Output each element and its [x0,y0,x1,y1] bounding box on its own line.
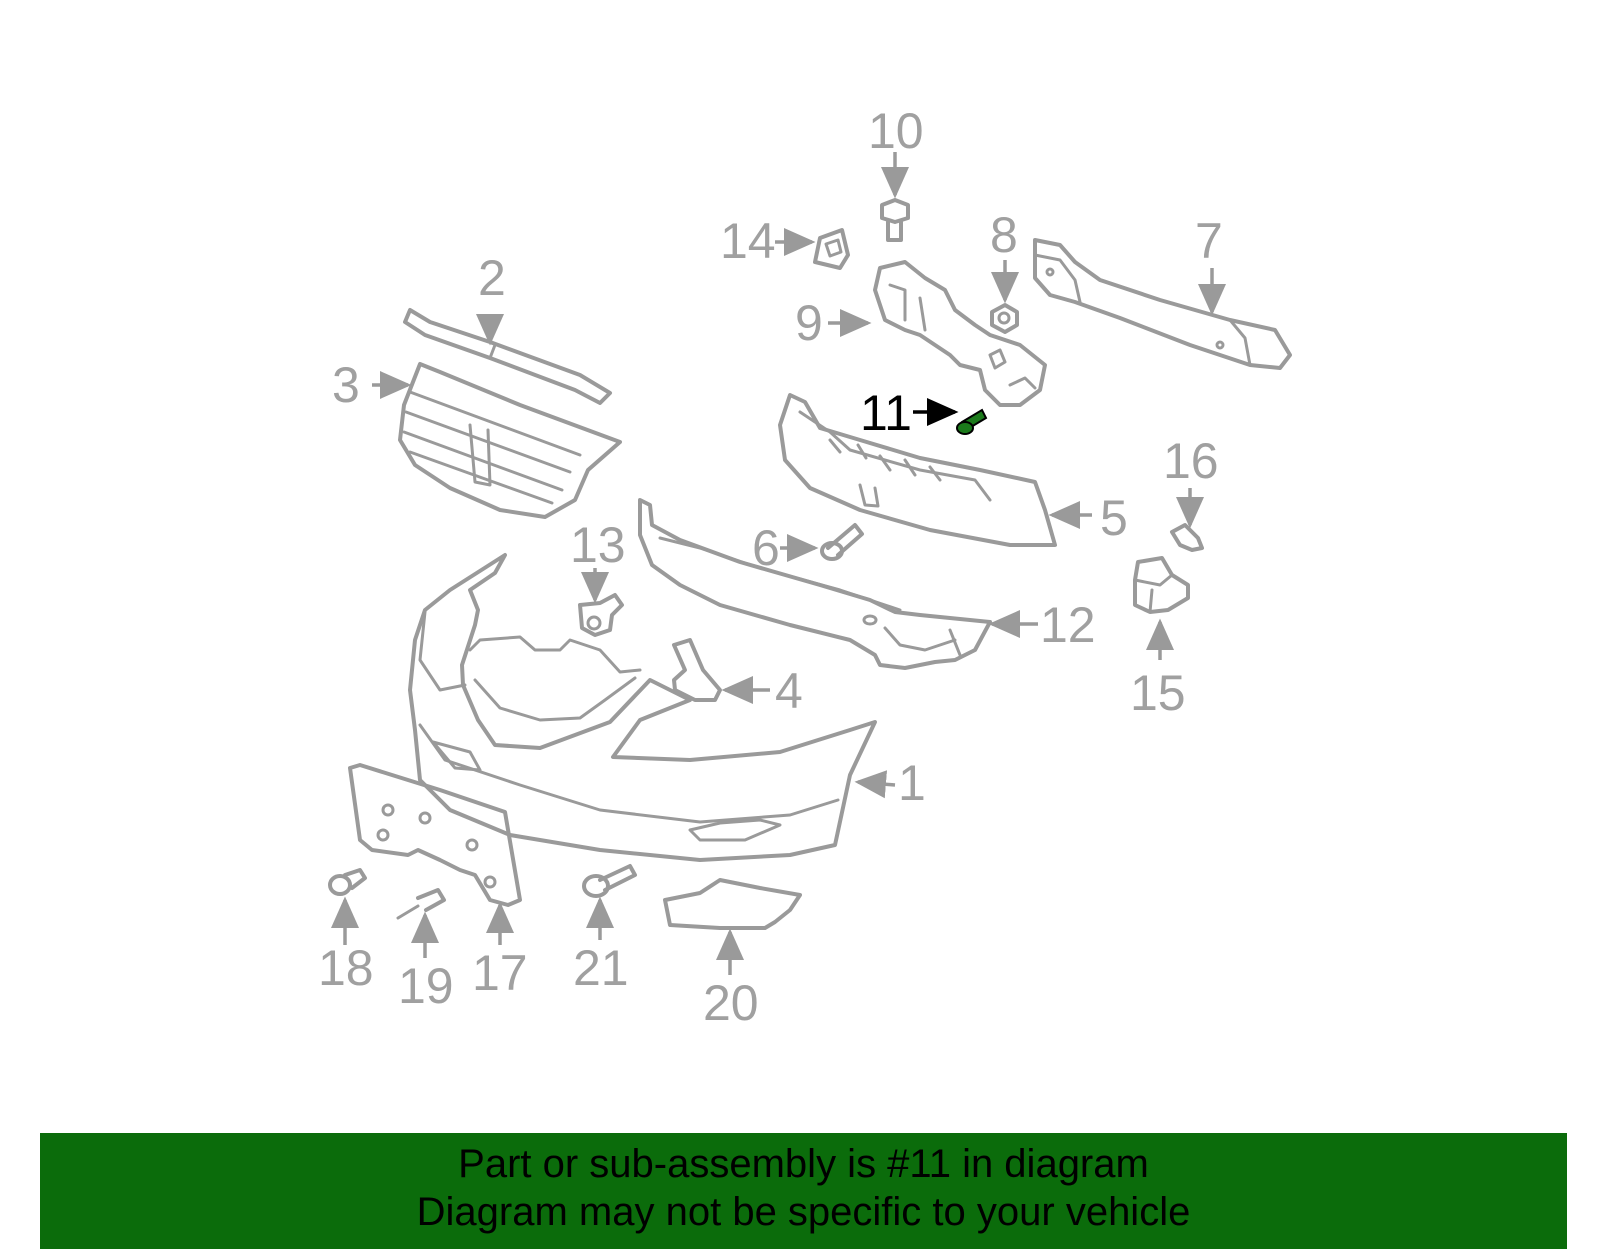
part-18-push-pin [328,868,367,896]
part-11-screw [956,408,988,435]
part-13-clip [578,593,624,637]
part-7-impact-bar [1033,238,1292,370]
part-6-push-pin [820,523,864,561]
callout-12: 12 [1040,597,1096,653]
part-15-block [1133,556,1190,614]
callout-17: 17 [472,945,528,1001]
part-5-fascia-support [778,393,1057,547]
part-8-nut [990,303,1019,334]
callout-8: 8 [990,207,1018,263]
part-17-license-bracket [348,763,522,907]
callout-6: 6 [752,520,780,576]
part-2-grille-molding [403,308,612,405]
callout-11: 11 [860,385,912,441]
callout-14: 14 [720,213,776,269]
part-16-grommet [1170,523,1204,552]
callout-7: 7 [1195,213,1223,269]
callout-labels: 1 2 3 4 5 6 7 8 9 10 11 12 13 14 15 16 1… [318,103,1223,1031]
callout-10: 10 [868,103,924,159]
parts-diagram: 1 2 3 4 5 6 7 8 9 10 11 12 13 14 15 16 1… [318,103,1292,1031]
callout-3: 3 [332,357,360,413]
part-21-bolt [582,864,637,898]
part-10-bolt [880,198,910,242]
part-9-mount-bracket [873,260,1047,407]
callout-16: 16 [1163,433,1219,489]
part-3-grille [398,362,622,519]
callout-20: 20 [703,975,759,1031]
callout-21: 21 [573,940,629,996]
banner-disclaimer-text: Diagram may not be specific to your vehi… [416,1190,1191,1234]
part-19-pin [396,888,446,920]
part-1-bumper-cover [408,553,877,862]
callout-9: 9 [795,295,823,351]
part-12-reinforcement [638,498,992,670]
callout-18: 18 [318,940,374,996]
callout-19: 19 [398,958,454,1014]
callout-4: 4 [775,663,803,719]
callout-5: 5 [1100,490,1128,546]
info-banner: Part or sub-assembly is #11 in diagram D… [40,1133,1567,1249]
part-4-bracket [672,638,722,702]
callout-2: 2 [478,250,506,306]
part-20-lower-panel [663,878,802,930]
callout-15: 15 [1130,665,1186,721]
callout-1: 1 [898,755,926,811]
banner-part-number-text: Part or sub-assembly is #11 in diagram [458,1142,1149,1186]
callout-13: 13 [570,517,626,573]
part-14-clip-nut [813,228,850,270]
leader-lines [331,152,1226,975]
